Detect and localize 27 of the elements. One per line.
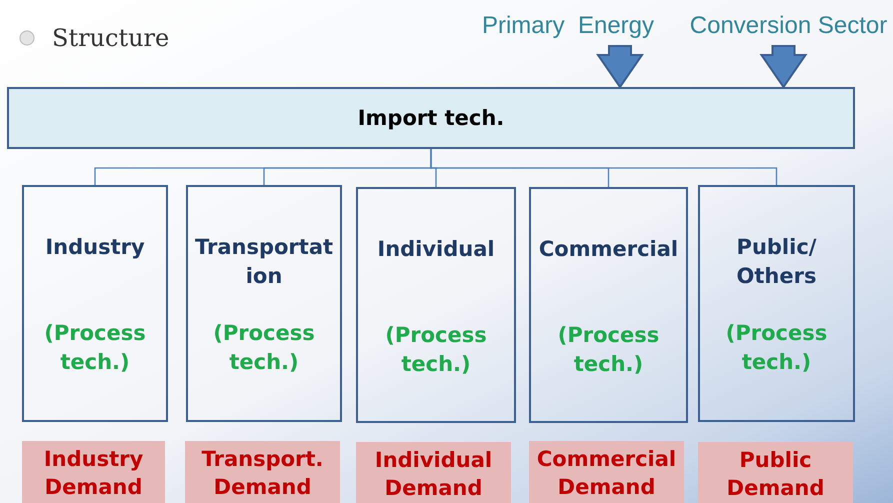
sector-name: Individual: [377, 236, 495, 263]
demand-label: Commercial Demand: [529, 441, 684, 503]
block-arrow: [596, 45, 644, 89]
process-note: (Process tech.): [384, 322, 488, 378]
demand-label: Individual Demand: [356, 442, 511, 503]
sector-box: [22, 185, 168, 422]
sector-box: [186, 185, 342, 422]
demand-label: Public Demand: [698, 442, 853, 503]
connector-line: [430, 149, 778, 185]
sector-box: [698, 185, 855, 422]
sector-box: [356, 187, 516, 423]
page-heading: Structure: [52, 24, 170, 52]
sector-box: [529, 187, 688, 423]
source-label: Conversion Sector: [684, 8, 893, 44]
header-bar: Import tech.: [7, 87, 855, 149]
sector-name: Commercial: [538, 236, 678, 263]
sector-name: Public/ Others: [736, 234, 818, 290]
source-label: Primary Energy: [478, 8, 658, 44]
sector-name: Transportation: [194, 234, 334, 290]
process-note: (Process tech.): [724, 320, 828, 376]
process-note: (Process tech.): [43, 320, 147, 376]
demand-label: Transport. Demand: [185, 441, 340, 503]
process-note: (Process tech.): [212, 320, 316, 376]
demand-label: Industry Demand: [22, 441, 165, 503]
process-note: (Process tech.): [556, 322, 660, 378]
block-arrow: [760, 45, 808, 89]
sector-name: Industry: [45, 234, 145, 261]
